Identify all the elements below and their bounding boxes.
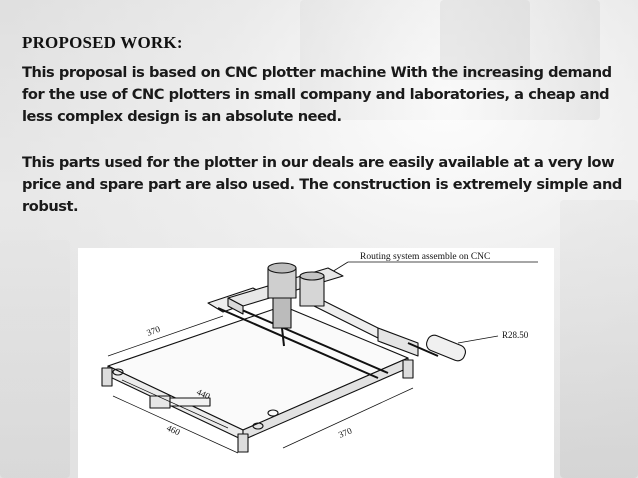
dim-line-440 [121,379,229,429]
leg-front-right [237,433,249,453]
dim-label-radius: R28.50 [502,330,529,340]
leg-back-right [402,359,414,379]
side-bracket [377,327,419,357]
bolt [267,409,279,417]
slide-title: PROPOSED WORK: [22,33,183,52]
dim-leader-radius [457,335,499,344]
front-motor [149,395,171,409]
side-shaft [407,342,439,357]
dim-line-370-top [107,315,224,357]
dim-line-370-bottom [282,387,414,449]
dim-label-370-top: 370 [145,324,162,338]
cnc-drawing-figure: Routing system assemble on CNC 370 440 4… [78,248,554,478]
bolt [252,422,264,430]
cnc-drawing: Routing system assemble on CNC 370 440 4… [101,252,538,454]
background-shape [560,200,638,478]
spindle-bit [281,327,285,347]
background-shape [440,0,530,80]
dim-line-460 [112,395,239,454]
figure-caption: Routing system assemble on CNC [360,252,490,262]
guide-rod [227,303,389,374]
side-motor [426,334,466,362]
gantry-beam-end [227,297,244,315]
z-axis-motor-top [299,271,325,281]
paragraph-proposal: This proposal is based on CNC plotter ma… [22,64,612,125]
dim-label-460: 460 [165,423,182,438]
background-shape [300,0,600,120]
dim-label-370-bottom: 370 [337,425,354,440]
spindle-body [272,297,292,329]
bolt [112,368,124,376]
guide-rod [217,307,379,379]
paragraph-parts: This parts used for the plotter in our d… [22,154,622,215]
leg-front-left [101,367,113,387]
background-shape [0,240,70,478]
spindle-motor-top [267,262,297,274]
